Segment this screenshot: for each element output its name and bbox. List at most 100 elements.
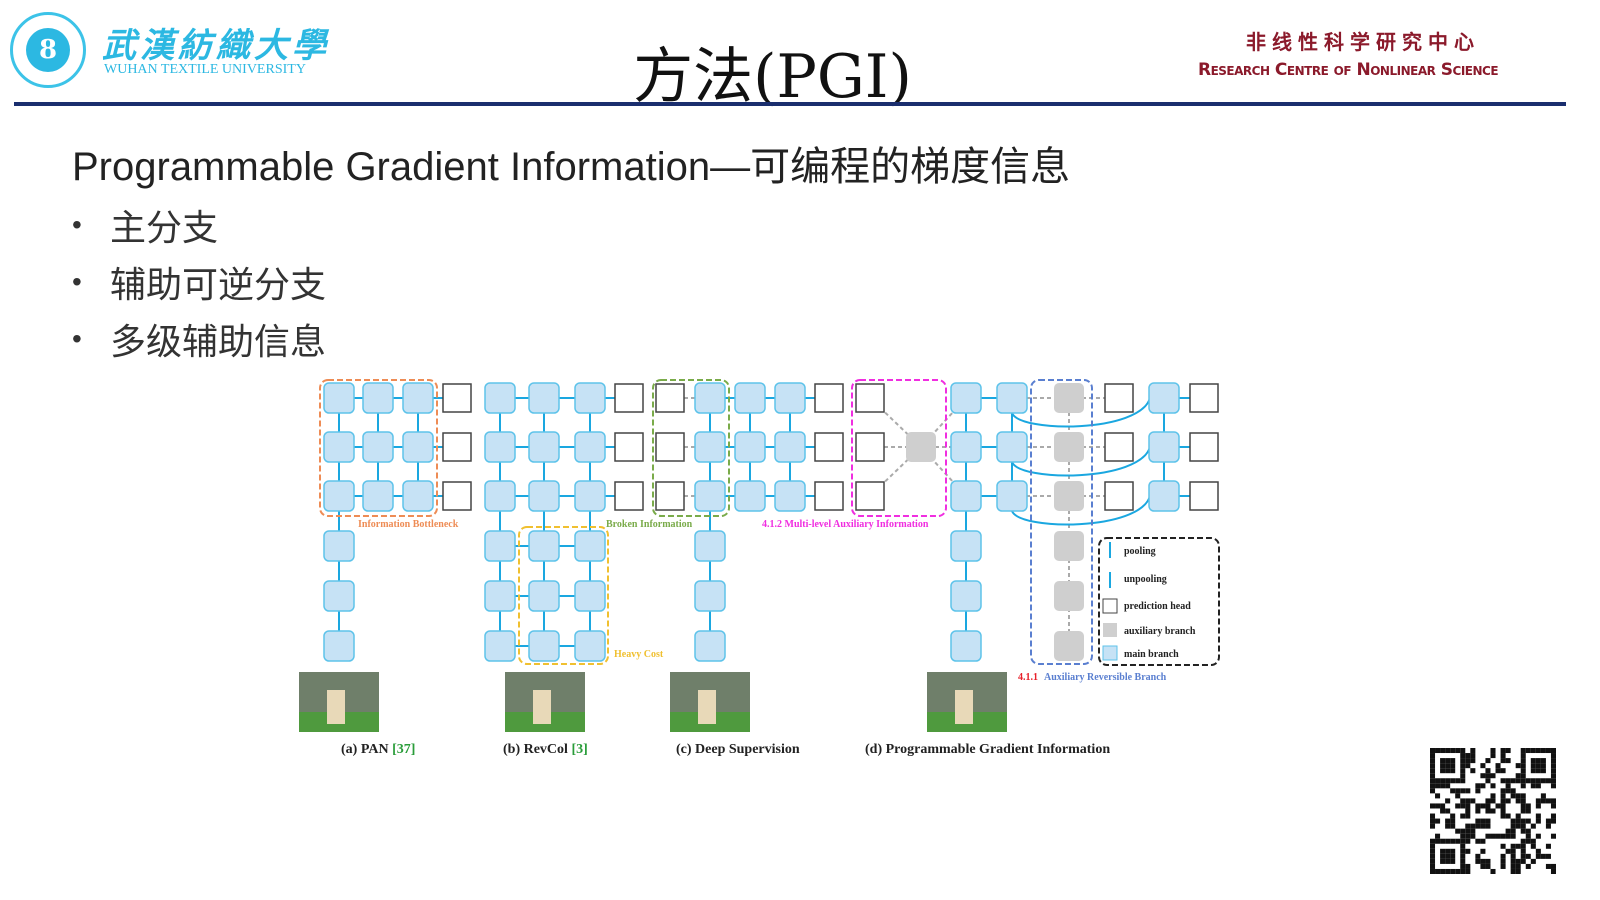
legend-main-swatch: [1102, 645, 1118, 661]
prediction-head-block: [1104, 383, 1134, 413]
legend-prediction-swatch: [1102, 598, 1118, 614]
main-branch-block: [574, 431, 606, 463]
main-branch-block: [574, 630, 606, 662]
dashed-region: [1030, 379, 1093, 665]
prediction-head-block: [442, 481, 472, 511]
prediction-head-block: [855, 383, 885, 413]
label-reversible-branch: Auxiliary Reversible Branch: [1044, 672, 1167, 683]
auxiliary-branch-block: [1054, 481, 1084, 511]
main-branch-block: [694, 530, 726, 562]
main-branch-block: [950, 382, 982, 414]
header-divider: [14, 102, 1566, 106]
input-image-dog-body: [327, 690, 345, 724]
main-branch-block: [484, 382, 516, 414]
bullet-text: 多级辅助信息: [110, 320, 327, 362]
main-branch-block: [484, 530, 516, 562]
main-branch-block: [362, 431, 394, 463]
main-branch-block: [528, 382, 560, 414]
main-branch-block: [528, 630, 560, 662]
main-branch-block: [996, 382, 1028, 414]
main-branch-block: [528, 480, 560, 512]
main-branch-block: [323, 480, 355, 512]
main-branch-block: [694, 382, 726, 414]
legend-pooling: pooling: [1124, 546, 1156, 557]
university-logo-seal: 8: [10, 12, 86, 88]
prediction-head-block: [614, 383, 644, 413]
main-branch-block: [528, 530, 560, 562]
prediction-head-block: [1189, 383, 1219, 413]
main-branch-block: [1148, 382, 1180, 414]
main-branch-block: [1148, 480, 1180, 512]
main-branch-block: [774, 480, 806, 512]
input-image-dog-body: [698, 690, 716, 724]
main-branch-block: [323, 382, 355, 414]
main-branch-block: [323, 530, 355, 562]
main-branch-block: [484, 480, 516, 512]
prediction-head-block: [1189, 432, 1219, 462]
reversible-connection: [1011, 495, 1151, 526]
auxiliary-branch-block: [906, 432, 936, 462]
main-branch-block: [774, 382, 806, 414]
auxiliary-branch-block: [1054, 631, 1084, 661]
label-information-bottleneck: Information Bottleneck: [358, 519, 459, 530]
prediction-head-block: [814, 432, 844, 462]
main-branch-block: [996, 431, 1028, 463]
qr-code: [1430, 748, 1556, 874]
bullet-list: •主分支 •辅助可逆分支 •多级辅助信息: [72, 196, 326, 367]
main-branch-block: [734, 382, 766, 414]
prediction-head-block: [655, 383, 685, 413]
legend-auxiliary-branch: auxiliary branch: [1124, 626, 1196, 637]
caption-pan: (a) PAN [37]: [341, 742, 415, 757]
input-image-dog-body: [533, 690, 551, 724]
auxiliary-branch-block: [1054, 383, 1084, 413]
main-branch-block: [323, 580, 355, 612]
centre-name-en: Research Centre of Nonlinear Science: [1198, 60, 1499, 80]
main-branch-block: [1148, 431, 1180, 463]
legend-prediction-head: prediction head: [1124, 601, 1191, 612]
dashed-region: [319, 379, 438, 517]
main-branch-block: [323, 431, 355, 463]
main-branch-block: [694, 580, 726, 612]
legend-unpooling: unpooling: [1124, 574, 1167, 585]
bullet-text: 主分支: [110, 206, 219, 248]
prediction-head-block: [1189, 481, 1219, 511]
prediction-head-block: [855, 432, 885, 462]
main-branch-block: [694, 480, 726, 512]
main-branch-block: [694, 630, 726, 662]
label-multilevel-aux: 4.1.2 Multi-level Auxiliary Information: [762, 519, 929, 530]
bullet-item: •主分支: [72, 196, 326, 253]
main-branch-block: [402, 480, 434, 512]
label-reversible-num: 4.1.1: [1018, 672, 1038, 683]
main-branch-block: [528, 431, 560, 463]
legend-main-branch: main branch: [1124, 649, 1179, 660]
prediction-head-block: [1104, 481, 1134, 511]
slide-title: 方法(PGI): [633, 42, 912, 112]
prediction-head-block: [855, 481, 885, 511]
dashed-region: [851, 379, 947, 517]
main-branch-block: [950, 530, 982, 562]
main-branch-block: [950, 480, 982, 512]
main-branch-block: [362, 382, 394, 414]
main-branch-block: [774, 431, 806, 463]
main-branch-block: [574, 580, 606, 612]
caption-deep-supervision: (c) Deep Supervision: [676, 742, 800, 757]
main-branch-block: [574, 530, 606, 562]
prediction-head-block: [442, 383, 472, 413]
prediction-head-block: [655, 481, 685, 511]
reversible-connection: [1011, 446, 1151, 477]
label-broken-information: Broken Information: [606, 519, 693, 530]
centre-name-cn: 非线性科学研究中心: [1246, 32, 1480, 54]
university-name-en: WUHAN TEXTILE UNIVERSITY: [104, 62, 306, 77]
prediction-head-block: [442, 432, 472, 462]
dashed-region: [652, 379, 730, 517]
main-branch-block: [950, 580, 982, 612]
bullet-item: •辅助可逆分支: [72, 253, 326, 310]
main-branch-block: [402, 382, 434, 414]
caption-revcol: (b) RevCol [3]: [503, 742, 588, 757]
prediction-head-block: [814, 383, 844, 413]
input-image-dog-body: [955, 690, 973, 724]
legend-box: [1098, 537, 1220, 666]
main-branch-block: [734, 431, 766, 463]
main-branch-block: [484, 580, 516, 612]
